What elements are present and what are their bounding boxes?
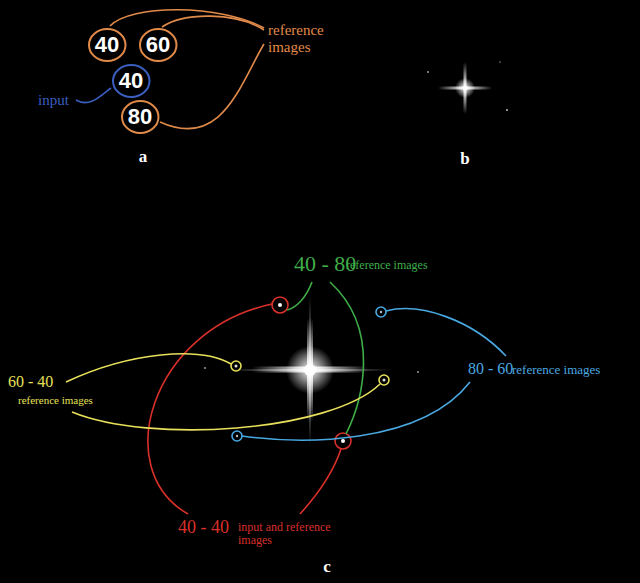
spectrum-dot	[236, 435, 238, 437]
marker-circle	[231, 361, 241, 371]
leader-line	[76, 88, 111, 103]
annotation-label: reference images	[18, 394, 93, 406]
circle-number: 40	[119, 70, 143, 92]
marker-circle	[376, 307, 386, 317]
spectrum-glow	[286, 346, 334, 394]
panel-letter: c	[323, 558, 331, 577]
spectrum-spot	[204, 296, 419, 446]
annotation-label: reference images	[512, 363, 600, 377]
leader-line	[72, 384, 380, 430]
spectrum-dot	[235, 365, 238, 368]
pair-label: 80 - 60	[468, 360, 513, 378]
annotation-label: reference images	[268, 22, 334, 55]
marker-group	[66, 282, 506, 514]
annotation-label: reference images	[346, 259, 428, 272]
leader-line	[110, 10, 264, 28]
spectrum-ray	[438, 87, 492, 90]
marker-circle	[232, 431, 242, 441]
leader-line	[330, 282, 364, 434]
spectrum-dot	[204, 367, 206, 369]
circle-number: 60	[146, 34, 170, 56]
annotation-label: input	[38, 92, 69, 109]
leader-line	[300, 449, 341, 514]
leader-line	[287, 282, 312, 310]
spectrum-dot	[506, 109, 508, 111]
leader-line	[160, 44, 264, 129]
annotation-label: input and reference images	[238, 521, 356, 547]
leader-line	[242, 382, 470, 440]
leader-lines	[110, 10, 264, 129]
numbered-circle: 80	[121, 100, 159, 134]
panel-letter: b	[460, 150, 469, 169]
spectrum-spot	[427, 61, 508, 114]
spectrum-dot	[341, 439, 345, 443]
marker-circle	[272, 297, 288, 313]
panel-letter: a	[139, 148, 148, 167]
marker-circle	[335, 433, 351, 449]
spectrum-core	[463, 86, 468, 91]
numbered-circle: 40	[88, 28, 126, 62]
circle-outline-shape	[122, 101, 158, 133]
spectrum-dot	[380, 311, 382, 313]
spectrum-dot	[427, 71, 429, 73]
pair-label: 40 - 40	[178, 518, 229, 538]
circle-outline-shape	[113, 65, 149, 97]
leader-line	[386, 309, 506, 356]
circle-outline-shape	[140, 29, 176, 61]
spectrum-dot	[278, 303, 282, 307]
spectrum-dot	[417, 371, 419, 373]
circle-number: 80	[128, 106, 152, 128]
numbered-circle: 40	[112, 64, 150, 98]
spectrum-core	[304, 364, 316, 376]
leader-line	[162, 16, 264, 30]
spectrum-glow	[455, 78, 475, 98]
leader-line	[148, 304, 272, 514]
circle-outline-shape	[89, 29, 125, 61]
numbered-circle: 60	[139, 28, 177, 62]
leader-line	[66, 354, 231, 382]
circle-number: 40	[95, 34, 119, 56]
spectrum-ray	[464, 62, 467, 114]
spectrum-dot	[499, 61, 501, 63]
marker-circle	[379, 375, 389, 385]
pair-label: 60 - 40	[8, 373, 53, 391]
spectrum-dot	[383, 379, 386, 382]
